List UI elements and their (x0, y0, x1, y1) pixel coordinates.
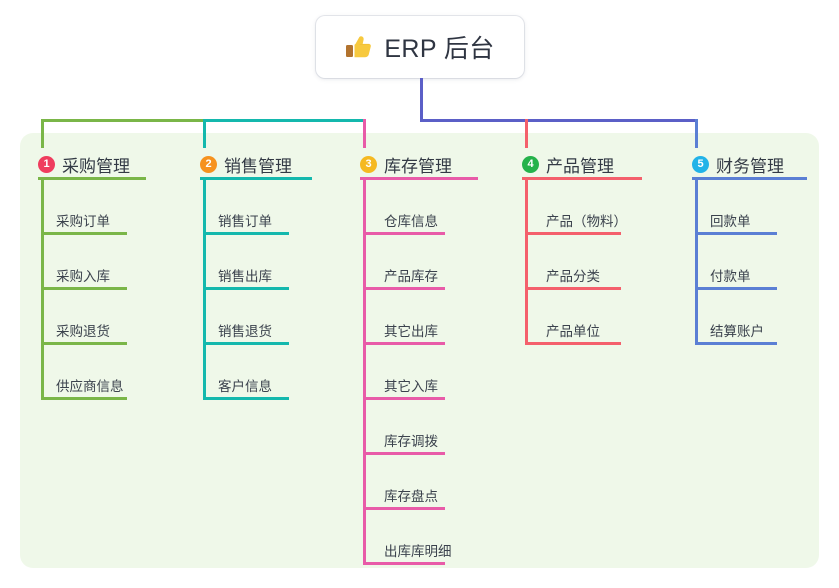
connector-stub-5 (695, 119, 698, 148)
branch-header-采购管理[interactable]: 1 采购管理 (38, 152, 130, 176)
branch-number-badge: 2 (200, 155, 217, 173)
branch-number-badge: 4 (522, 155, 539, 173)
connector-bar-segment-2 (203, 119, 366, 122)
connector-stub-3 (363, 119, 366, 148)
branch-underline-1 (38, 177, 146, 180)
leaf-underline (41, 287, 127, 290)
branch-title: 销售管理 (224, 156, 292, 176)
leaf-underline (695, 342, 777, 345)
leaf-underline (41, 342, 127, 345)
leaf-item[interactable]: 供应商信息 (56, 379, 124, 394)
branch-underline-5 (692, 177, 807, 180)
leaf-underline (525, 232, 621, 235)
branch-title: 财务管理 (716, 156, 784, 176)
root-node-label: ERP 后台 (384, 35, 495, 63)
leaf-underline (41, 397, 127, 400)
leaf-item[interactable]: 库存调拨 (384, 434, 438, 449)
leaf-item[interactable]: 采购退货 (56, 324, 110, 339)
leaf-item[interactable]: 回款单 (710, 214, 751, 229)
branch-spine-4 (525, 177, 528, 345)
leaf-underline (203, 232, 289, 235)
connector-stub-4 (525, 119, 528, 148)
root-stem (420, 78, 423, 122)
leaf-underline (363, 397, 445, 400)
leaf-underline (695, 287, 777, 290)
connector-bar-segment-3 (420, 119, 528, 122)
leaf-item[interactable]: 付款单 (710, 269, 751, 284)
leaf-item[interactable]: 结算账户 (710, 324, 764, 339)
leaf-underline (363, 342, 445, 345)
leaf-underline (203, 397, 289, 400)
leaf-underline (525, 287, 621, 290)
branch-spine-5 (695, 177, 698, 345)
leaf-item[interactable]: 产品（物料） (546, 214, 627, 229)
connector-stub-1 (41, 119, 44, 148)
leaf-item[interactable]: 产品单位 (546, 324, 600, 339)
leaf-underline (41, 232, 127, 235)
leaf-item[interactable]: 销售订单 (218, 214, 272, 229)
branch-number-badge: 1 (38, 155, 55, 173)
branch-title: 产品管理 (546, 156, 614, 176)
root-node[interactable]: ERP 后台 (316, 16, 524, 78)
leaf-item[interactable]: 库存盘点 (384, 489, 438, 504)
thumbs-up-icon (345, 34, 373, 60)
leaf-item[interactable]: 产品分类 (546, 269, 600, 284)
leaf-underline (363, 452, 445, 455)
leaf-underline (363, 507, 445, 510)
leaf-underline (363, 232, 445, 235)
connector-stub-2 (203, 119, 206, 148)
leaf-underline (363, 562, 445, 565)
branch-underline-3 (360, 177, 478, 180)
branch-underline-2 (200, 177, 312, 180)
root-node-content: ERP 后台 (345, 29, 494, 65)
leaf-item[interactable]: 出库库明细 (384, 544, 452, 559)
branch-number-badge: 5 (692, 155, 709, 173)
branch-number-badge: 3 (360, 155, 377, 173)
leaf-underline (203, 287, 289, 290)
leaf-item[interactable]: 仓库信息 (384, 214, 438, 229)
branch-title: 采购管理 (62, 156, 130, 176)
branch-underline-4 (522, 177, 642, 180)
leaf-underline (525, 342, 621, 345)
leaf-item[interactable]: 采购订单 (56, 214, 110, 229)
leaf-underline (695, 232, 777, 235)
branch-spine-3 (363, 177, 366, 565)
branch-header-库存管理[interactable]: 3 库存管理 (360, 152, 452, 176)
branch-header-财务管理[interactable]: 5 财务管理 (692, 152, 784, 176)
branch-title: 库存管理 (384, 156, 452, 176)
branch-header-销售管理[interactable]: 2 销售管理 (200, 152, 292, 176)
connector-bar-segment-4 (525, 119, 698, 122)
leaf-item[interactable]: 销售出库 (218, 269, 272, 284)
leaf-item[interactable]: 其它入库 (384, 379, 438, 394)
leaf-item[interactable]: 采购入库 (56, 269, 110, 284)
leaf-item[interactable]: 客户信息 (218, 379, 272, 394)
leaf-item[interactable]: 产品库存 (384, 269, 438, 284)
leaf-underline (363, 287, 445, 290)
branches-panel (20, 133, 819, 568)
leaf-underline (203, 342, 289, 345)
connector-bar-segment-1 (41, 119, 206, 122)
leaf-item[interactable]: 销售退货 (218, 324, 272, 339)
leaf-item[interactable]: 其它出库 (384, 324, 438, 339)
branch-header-产品管理[interactable]: 4 产品管理 (522, 152, 614, 176)
